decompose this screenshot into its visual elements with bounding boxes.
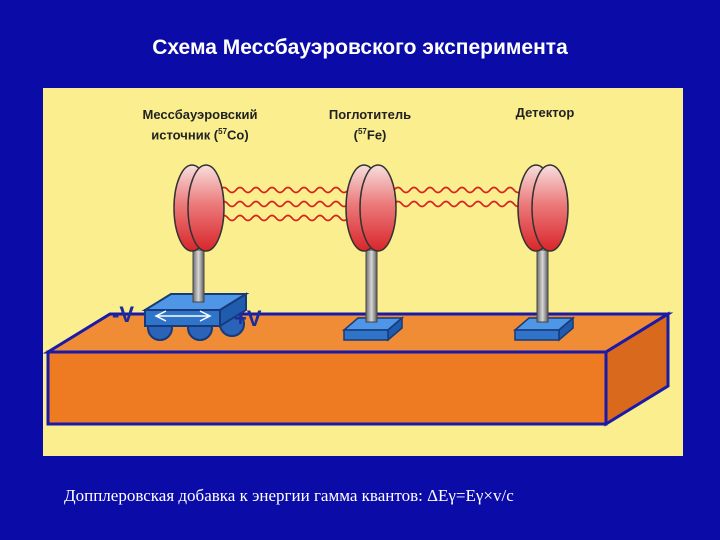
slide-title: Схема Мессбауэровского эксперимента [152, 36, 568, 59]
doppler-caption: Допплеровская добавка к энергии гамма кв… [64, 486, 514, 505]
source-isotope: Co) [227, 127, 249, 143]
detector-rod [536, 249, 549, 323]
absorber-label-line2: (57Fe) [300, 123, 440, 143]
detector-disc [517, 164, 569, 252]
source-rod [192, 249, 205, 303]
velocity-minus-label: -V [112, 302, 134, 327]
source-disc [173, 164, 225, 252]
velocity-arrow [154, 310, 212, 322]
detector-label: Детектор [515, 105, 575, 120]
source-label-pre: источник ( [151, 127, 219, 143]
detector-base [512, 316, 576, 342]
source-isotope-mass: 57 [218, 127, 228, 136]
source-label-line1: Мессбауэровский [142, 107, 258, 122]
absorber-label-line1: Поглотитель [328, 107, 412, 122]
absorber-rod [365, 249, 378, 323]
absorber-base [341, 316, 405, 342]
velocity-plus-label: +V [234, 306, 262, 331]
source-label: Мессбауэровский источник (57Co) [110, 106, 290, 143]
absorber-label-pre: ( [353, 127, 358, 143]
absorber-label: Поглотитель (57Fe) [300, 106, 440, 143]
source-label-line2: источник (57Co) [110, 123, 290, 143]
absorber-disc [345, 164, 397, 252]
gamma-waves [219, 186, 523, 222]
absorber-isotope: Fe) [366, 127, 387, 143]
absorber-isotope-mass: 57 [357, 127, 367, 136]
